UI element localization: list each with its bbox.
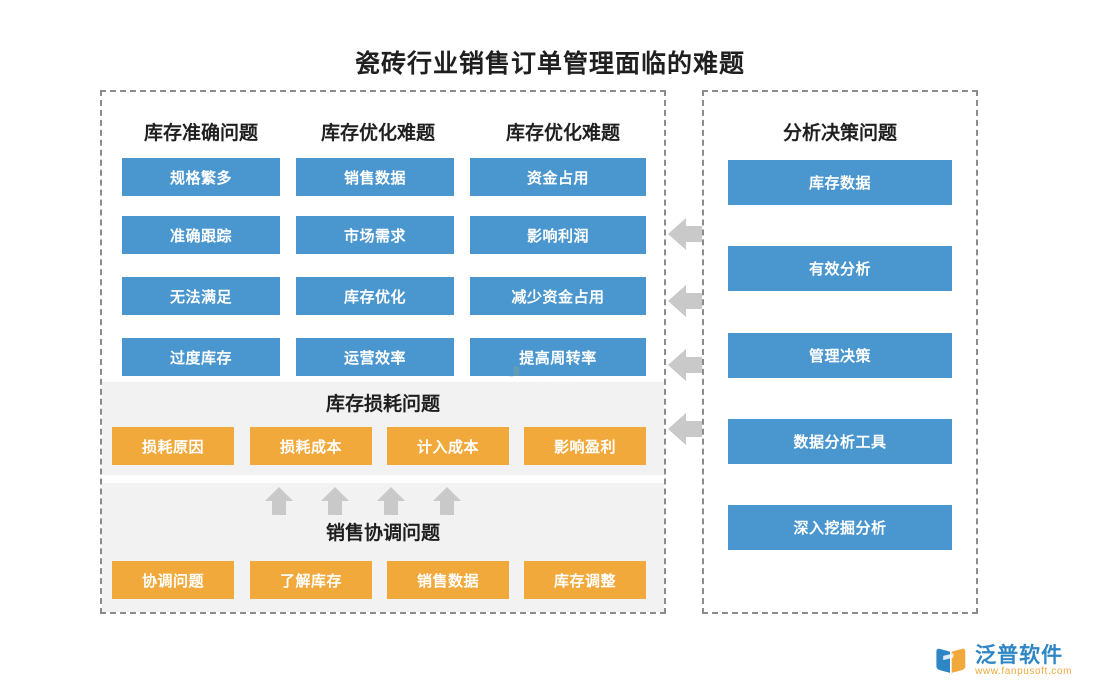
cell-inventory-optimization-1-3[interactable]: 库存优化 [296, 277, 454, 315]
cell-loss-1[interactable]: 损耗原因 [112, 427, 234, 465]
column-heading-inventory-optimization-2: 库存优化难题 [505, 123, 620, 144]
up-arrows-group [265, 487, 461, 515]
cell-inventory-optimization-1-2[interactable]: 市场需求 [296, 216, 454, 254]
column-heading-inventory-optimization-1: 库存优化难题 [320, 123, 435, 144]
cell-inventory-accuracy-4[interactable]: 过度库存 [122, 338, 280, 376]
cell-analysis-3[interactable]: 管理决策 [728, 333, 952, 378]
cell-inventory-optimization-2-3[interactable]: 减少资金占用 [470, 277, 646, 315]
right-panel-heading: 分析决策问题 [782, 123, 897, 144]
cell-inventory-accuracy-2[interactable]: 准确跟踪 [122, 216, 280, 254]
cell-loss-4[interactable]: 影响盈利 [524, 427, 646, 465]
page-title: 瓷砖行业销售订单管理面临的难题 [354, 50, 745, 78]
cell-inventory-accuracy-1[interactable]: 规格繁多 [122, 158, 280, 196]
left-arrows-group [668, 218, 702, 445]
cell-inventory-optimization-1-4[interactable]: 运营效率 [296, 338, 454, 376]
loss-section-title: 库存损耗问题 [325, 394, 440, 415]
logo-mark-icon [936, 648, 966, 673]
cell-coordination-3[interactable]: 销售数据 [387, 561, 509, 599]
cell-inventory-accuracy-3[interactable]: 无法满足 [122, 277, 280, 315]
cell-loss-2[interactable]: 损耗成本 [250, 427, 372, 465]
cell-inventory-optimization-2-1[interactable]: 资金占用 [470, 158, 646, 196]
cell-coordination-1[interactable]: 协调问题 [112, 561, 234, 599]
cell-coordination-4[interactable]: 库存调整 [524, 561, 646, 599]
logo-url: www.fanpusoft.com [975, 665, 1072, 677]
cell-inventory-optimization-2-4[interactable]: 提高周转率 [470, 338, 646, 376]
cell-inventory-optimization-1-1[interactable]: 销售数据 [296, 158, 454, 196]
cell-analysis-2[interactable]: 有效分析 [728, 246, 952, 291]
cell-coordination-2[interactable]: 了解库存 [250, 561, 372, 599]
cell-inventory-optimization-2-2[interactable]: 影响利润 [470, 216, 646, 254]
cell-analysis-1[interactable]: 库存数据 [728, 160, 952, 205]
coordination-section-title: 销售协调问题 [325, 523, 440, 544]
cell-loss-3[interactable]: 计入成本 [387, 427, 509, 465]
cell-analysis-4[interactable]: 数据分析工具 [728, 419, 952, 464]
logo-name: 泛普软件 [975, 643, 1064, 667]
column-heading-inventory-accuracy: 库存准确问题 [143, 123, 258, 144]
cell-analysis-5[interactable]: 深入挖掘分析 [728, 505, 952, 550]
brand-logo: 泛普软件 www.fanpusoft.com [933, 644, 1072, 678]
